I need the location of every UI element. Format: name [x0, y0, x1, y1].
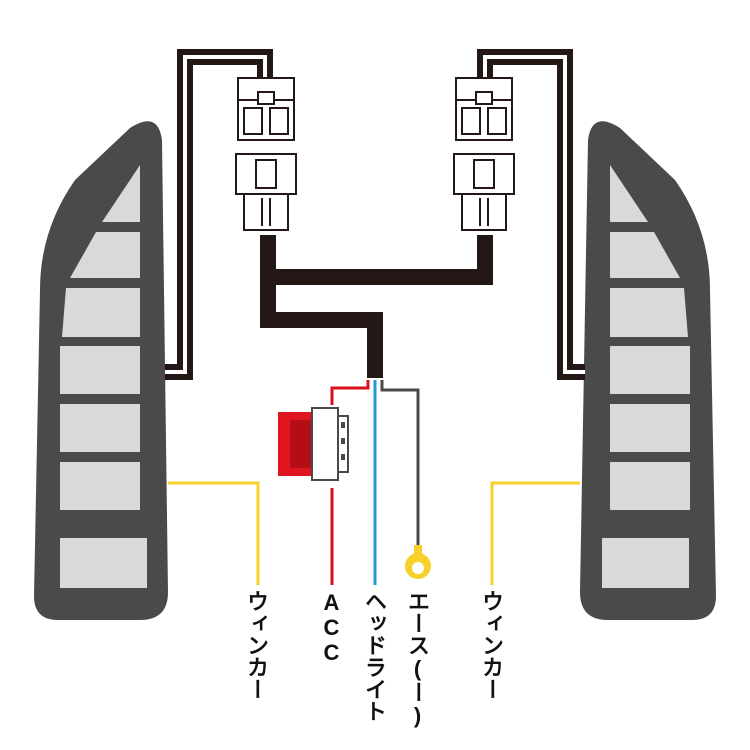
right-winker-wire [490, 481, 580, 585]
left-connector-upper [237, 77, 295, 141]
ground-label: エース(ー) [405, 590, 430, 728]
acc-wire [330, 380, 370, 585]
ground-wire [380, 380, 420, 548]
acc-label: ACC [319, 590, 344, 665]
left-winker-label: ウィンカー [244, 590, 269, 700]
right-connector-upper [455, 77, 513, 141]
left-connector-lower [235, 153, 297, 231]
main-harness [165, 49, 585, 380]
left-winker-wire [168, 481, 260, 585]
left-lamp-icon [34, 121, 168, 620]
headlight-label: ヘッドライト [362, 590, 387, 722]
right-lamp-icon [580, 121, 716, 620]
ring-terminal-icon [405, 545, 431, 579]
right-connector-lower [453, 153, 515, 231]
right-winker-label: ウィンカー [479, 590, 504, 700]
fuse-holder-icon [278, 407, 349, 481]
